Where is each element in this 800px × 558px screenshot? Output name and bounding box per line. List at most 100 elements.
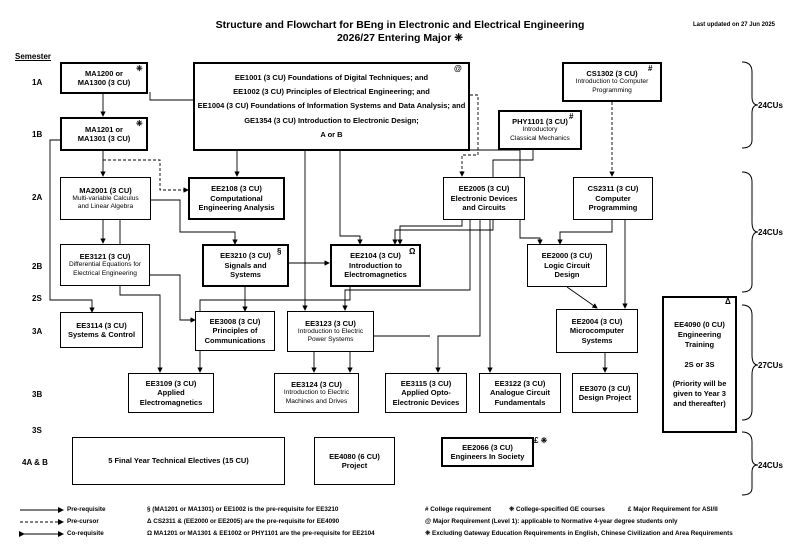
course-cs2311[interactable]: CS2311 (3 CU) Computer Programming [573, 177, 653, 220]
course-code: CS1302 (3 CU) [586, 69, 638, 79]
course-code: EE3115 (3 CU) [400, 378, 452, 388]
course-name: Engineering Analysis [198, 203, 275, 213]
course-name: Fundamentals [494, 397, 546, 407]
course-code: EE4080 (6 CU) [329, 451, 380, 461]
course-name: Programming [588, 203, 638, 213]
course-code: EE3109 (3 CU) [145, 378, 197, 388]
semester-label: 2S [32, 294, 42, 303]
course-ee4080[interactable]: EE4080 (6 CU) Project [314, 437, 395, 485]
course-line: GE1354 (3 CU) Introduction to Electronic… [244, 115, 419, 125]
course-code: EE2104 (3 CU) [350, 251, 401, 261]
cu-total-year3: 27CUs [758, 361, 783, 370]
legend-note-gateway: ❈ Excluding Gateway Education Requiremen… [425, 530, 733, 537]
course-ee3115[interactable]: EE3115 (3 CU) Applied Opto- Electronic D… [385, 373, 467, 413]
technical-electives[interactable]: 5 Final Year Technical Electives (15 CU) [72, 437, 285, 485]
course-ee2066[interactable]: EE2066 (3 CU) Engineers In Society [441, 437, 534, 467]
course-ee2005[interactable]: EE2005 (3 CU) Electronic Devices and Cir… [443, 177, 525, 220]
course-mark: ❈ [136, 64, 143, 73]
course-code: EE3114 (3 CU) [76, 320, 127, 330]
legend-note-omega: Ω MA1201 or MA1301 & EE1002 or PHY1101 a… [147, 530, 375, 537]
course-name: Electronic Devices [450, 193, 518, 203]
course-name: Applied Opto- [401, 388, 451, 398]
course-name: Applied [157, 388, 185, 398]
course-line: EE1001 (3 CU) Foundations of Digital Tec… [234, 72, 429, 82]
course-mark: £ ❈ [534, 436, 548, 445]
course-line: A or B [320, 129, 343, 139]
course-ee2000[interactable]: EE2000 (3 CU) Logic Circuit Design [527, 244, 607, 287]
semester-label: 2A [32, 193, 43, 202]
course-name: Classical Mechanics [510, 134, 570, 142]
course-name: Communications [204, 335, 266, 345]
course-line: MA1300 (3 CU) [77, 78, 131, 87]
course-name: Microcomputer [569, 326, 625, 336]
course-name: Systems [230, 270, 261, 280]
course-code: EE2005 (3 CU) [458, 184, 510, 194]
course-code: EE3008 (3 CU) [209, 316, 261, 326]
semester-label: 2B [32, 262, 43, 271]
last-updated: Last updated on 27 Jun 2025 [692, 22, 775, 28]
course-ee3123[interactable]: EE3123 (3 CU) Introduction to Electric P… [287, 311, 374, 352]
course-name: Machines and Drives [285, 397, 348, 405]
course-line: MA1201 or [85, 124, 123, 134]
semester-label: 3A [32, 327, 43, 336]
course-name: Electromagnetics [344, 270, 407, 280]
course-ee2108[interactable]: EE2108 (3 CU) Computational Engineering … [188, 177, 285, 220]
page-title: Structure and Flowchart for BEng in Elec… [215, 19, 585, 31]
course-name: Electrical Engineering [73, 269, 137, 277]
course-ma2001[interactable]: MA2001 (3 CU) Multi-variable Calculus an… [60, 177, 151, 220]
course-mark: Ω [409, 247, 416, 256]
course-code: EE3124 (3 CU) [291, 380, 342, 390]
course-line: MA1301 (3 CU) [77, 134, 131, 143]
course-ma1201[interactable]: MA1201 or MA1301 (3 CU) [60, 117, 148, 151]
course-ma1200[interactable]: MA1200 or MA1300 (3 CU) [60, 62, 148, 94]
legend-note-at: @ Major Requirement (Level 1): applicabl… [425, 518, 678, 525]
course-note: and thereafter) [673, 398, 726, 408]
course-name: Logic Circuit [544, 260, 590, 270]
course-name: Introductory [522, 126, 558, 134]
course-term: 2S or 3S [684, 359, 715, 369]
course-ee3008[interactable]: EE3008 (3 CU) Principles of Communicatio… [195, 311, 275, 351]
course-note: (Priority will be [672, 379, 727, 389]
course-ee-core[interactable]: EE1001 (3 CU) Foundations of Digital Tec… [193, 62, 470, 151]
course-ee3070[interactable]: EE3070 (3 CU) Design Project [572, 373, 638, 413]
course-name: Signals and [224, 260, 267, 270]
course-name: Power Systems [307, 336, 354, 344]
course-code: EE3122 (3 CU) [494, 378, 546, 388]
page-subtitle: 2026/27 Entering Major ❈ [336, 32, 464, 44]
course-name: Design [554, 270, 580, 280]
course-name: Engineering [677, 330, 722, 340]
course-code: EE3121 (3 CU) [79, 252, 131, 262]
course-ee3114[interactable]: EE3114 (3 CU) Systems & Control [60, 312, 143, 348]
legend-note-pound: £ Major Requirement for ASI/II [628, 506, 718, 513]
course-ee3124[interactable]: EE3124 (3 CU) Introduction to Electric M… [274, 373, 359, 413]
course-ee2104[interactable]: EE2104 (3 CU) Introduction to Electromag… [330, 244, 421, 287]
course-name: Project [341, 461, 368, 470]
semester-heading: Semester [15, 52, 52, 61]
course-name: Computational [210, 193, 263, 203]
course-ee2004[interactable]: EE2004 (3 CU) Microcomputer Systems [556, 309, 638, 353]
course-phy1101[interactable]: PHY1101 (3 CU) Introductory Classical Me… [498, 110, 582, 150]
course-line: MA1200 or [85, 68, 123, 78]
cu-total-year4: 24CUs [758, 461, 783, 470]
course-code: EE3070 (3 CU) [579, 383, 631, 393]
course-ee3122[interactable]: EE3122 (3 CU) Analogue Circuit Fundament… [479, 373, 561, 413]
course-ee3210[interactable]: EE3210 (3 CU) Signals and Systems [202, 244, 289, 287]
course-name: Introduction to Electric [297, 327, 364, 335]
semester-label: 1B [32, 130, 43, 139]
course-name: Introduction to Electric [283, 389, 350, 397]
course-code: MA2001 (3 CU) [79, 185, 132, 195]
course-name: 5 Final Year Technical Electives (15 CU) [108, 456, 249, 466]
course-name: Systems [581, 335, 613, 345]
course-line: EE1002 (3 CU) Principles of Electrical E… [233, 87, 430, 97]
cu-total-year2: 24CUs [758, 228, 783, 237]
course-name: Systems & Control [67, 330, 136, 339]
course-name: Introduction to Computer Programming [575, 78, 649, 94]
course-ee4090[interactable]: EE4090 (0 CU) Engineering Training 2S or… [662, 296, 737, 433]
course-cs1302[interactable]: CS1302 (3 CU) Introduction to Computer P… [562, 62, 662, 102]
course-code: EE2108 (3 CU) [211, 184, 262, 194]
legend-prerequisite: Pre-requisite [67, 506, 106, 513]
course-ee3121[interactable]: EE3121 (3 CU) Differential Equations for… [60, 244, 150, 286]
course-name: Electromagnetics [139, 397, 203, 407]
course-ee3109[interactable]: EE3109 (3 CU) Applied Electromagnetics [128, 373, 214, 413]
